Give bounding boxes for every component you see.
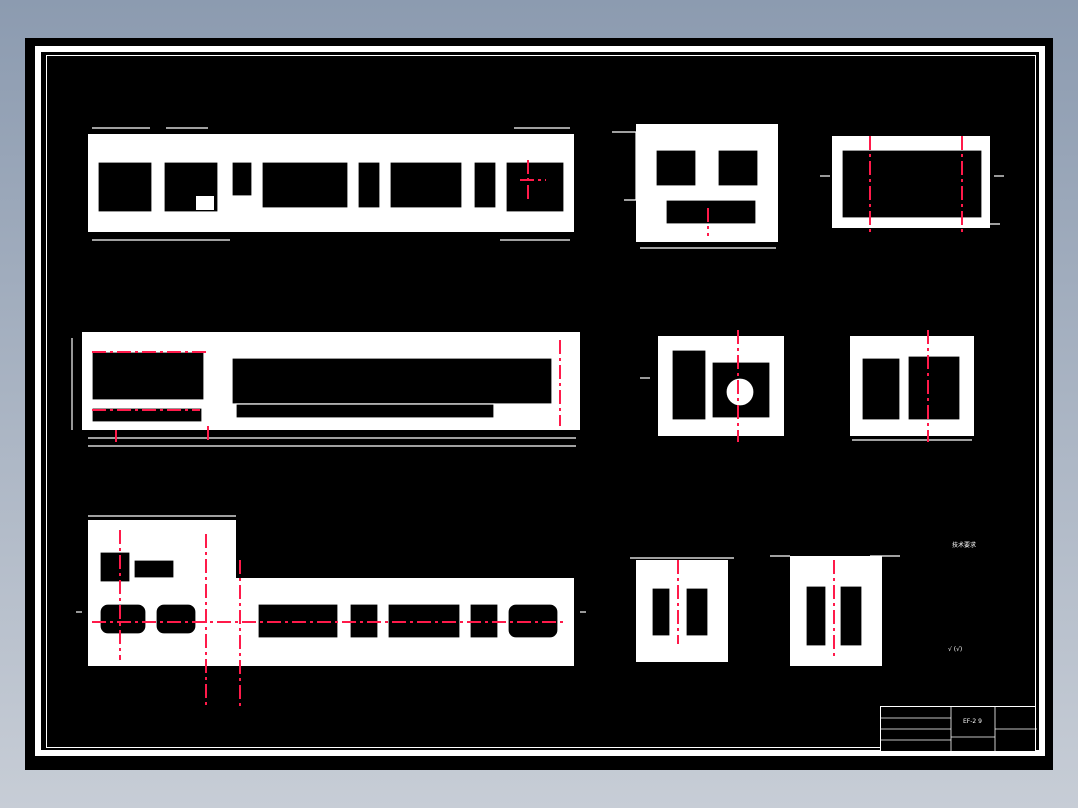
section-view-f (770, 555, 900, 666)
section-view-e (630, 557, 734, 662)
plan-view (76, 515, 586, 666)
roughness-symbol: √ (√) (948, 646, 963, 653)
inner-frame (46, 55, 1036, 748)
section-view-a (612, 124, 778, 249)
top-view-b (820, 136, 1004, 228)
notes-heading: 技术要求 (952, 542, 977, 549)
section-view-d (850, 336, 974, 441)
outer-frame (35, 46, 1045, 756)
centerlines (92, 136, 963, 706)
title-block: EF-2 9 (880, 706, 1037, 753)
technical-notes: 技术要求 (938, 540, 1038, 551)
title-block-grid (881, 707, 1037, 753)
drawing-label: EF-2 9 (963, 718, 982, 725)
section-view-c (640, 336, 784, 436)
front-view-2 (71, 332, 580, 447)
front-view-1 (88, 127, 574, 241)
